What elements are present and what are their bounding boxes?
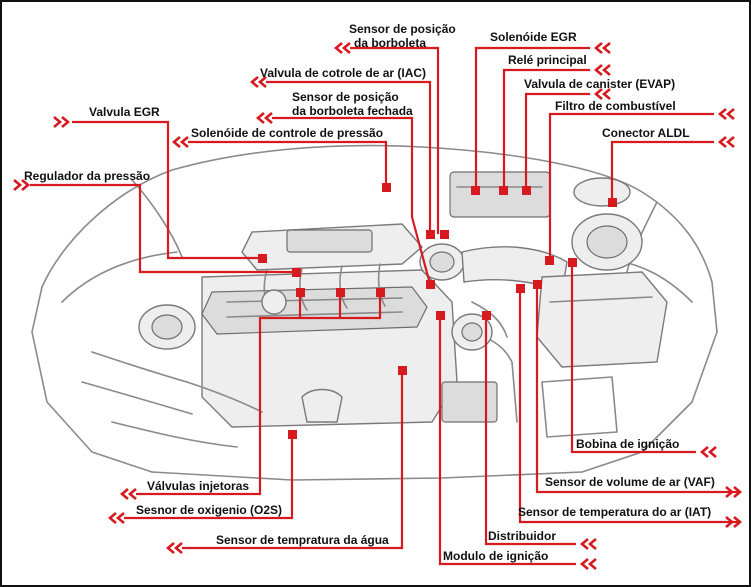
label-valvula-egr: Valvula EGR [89,105,160,119]
label-sensor-vaf: Sensor de volume de ar (VAF) [545,475,715,489]
label-modulo-ignicao: Modulo de ignição [443,549,548,563]
label-bobina-ignicao: Bobina de ignição [576,437,679,451]
point-canister [522,186,531,195]
chevron-left-icon [593,64,611,76]
connection-points [258,183,617,439]
point-vaf [533,280,542,289]
chevron-left-icon [165,542,183,554]
point-bobina [568,258,577,267]
label-sensor-borboleta-fechada: Sensor de posição da borboleta fechada [292,90,413,118]
point-distribuidor [482,311,491,320]
chevron-left-icon [119,488,137,500]
chevron-left-icon [699,446,717,458]
label-solenoide-pressao: Solenóide de controle de pressão [191,126,383,140]
labels: Sensor de posição da borboleta Solenóide… [24,22,715,563]
chevron-right-icon [13,179,31,191]
label-sensor-iat: Sensor de temperatura do ar (IAT) [518,505,711,519]
chevron-left-icon [717,136,735,148]
chevron-left-icon [249,76,267,88]
chevron-right-icon [53,116,71,128]
chevron-left-icon [579,558,597,570]
chevron-left-icon [593,42,611,54]
point-o2s [288,430,297,439]
point-solenoide-egr [471,186,480,195]
point-injetor-1 [296,288,305,297]
point-agua [398,366,407,375]
chevron-left-icon [107,512,125,524]
label-solenoide-egr: Solenóide EGR [490,30,577,44]
label-rele-principal: Relé principal [508,53,587,67]
chevron-left-icon [171,136,189,148]
label-regulador-pressao: Regulador da pressão [24,169,150,183]
label-valvulas-injetoras: Válvulas injetoras [147,479,249,493]
chevron-left-icon [593,88,611,100]
arrow-markers [13,42,743,570]
point-iat [516,284,525,293]
label-sensor-posicao-borboleta: Sensor de posição da borboleta [349,22,459,50]
point-aldl [608,198,617,207]
point-regulador [292,268,301,277]
label-distribuidor: Distribuidor [488,529,556,543]
leader-lines [30,46,740,566]
label-filtro-combustivel: Filtro de combustível [555,99,676,113]
chevron-right-icon [725,486,743,498]
chevron-left-icon [579,538,597,550]
point-modulo [436,311,445,320]
label-conector-aldl: Conector ALDL [602,126,690,140]
chevron-left-icon [717,108,735,120]
point-tps-fechada [426,280,435,289]
label-sensor-agua: Sensor de tempratura da água [216,533,389,547]
chevron-left-icon [255,112,273,124]
point-solenoide-pressao [382,183,391,192]
point-egr [258,254,267,263]
point-injetor-3 [376,288,385,297]
point-injetor-2 [336,288,345,297]
point-filtro [545,256,554,265]
label-valvula-canister: Valvula de canister (EVAP) [524,77,675,91]
label-valvula-iac: Valvula de cotrole de ar (IAC) [260,66,426,80]
point-tps [440,230,449,239]
label-sensor-oxigenio: Sesnor de oxigenio (O2S) [136,503,282,517]
chevron-left-icon [333,42,351,54]
chevron-right-icon [725,516,743,528]
engine-illustration [31,144,718,481]
point-iac [426,230,435,239]
point-rele [499,186,508,195]
